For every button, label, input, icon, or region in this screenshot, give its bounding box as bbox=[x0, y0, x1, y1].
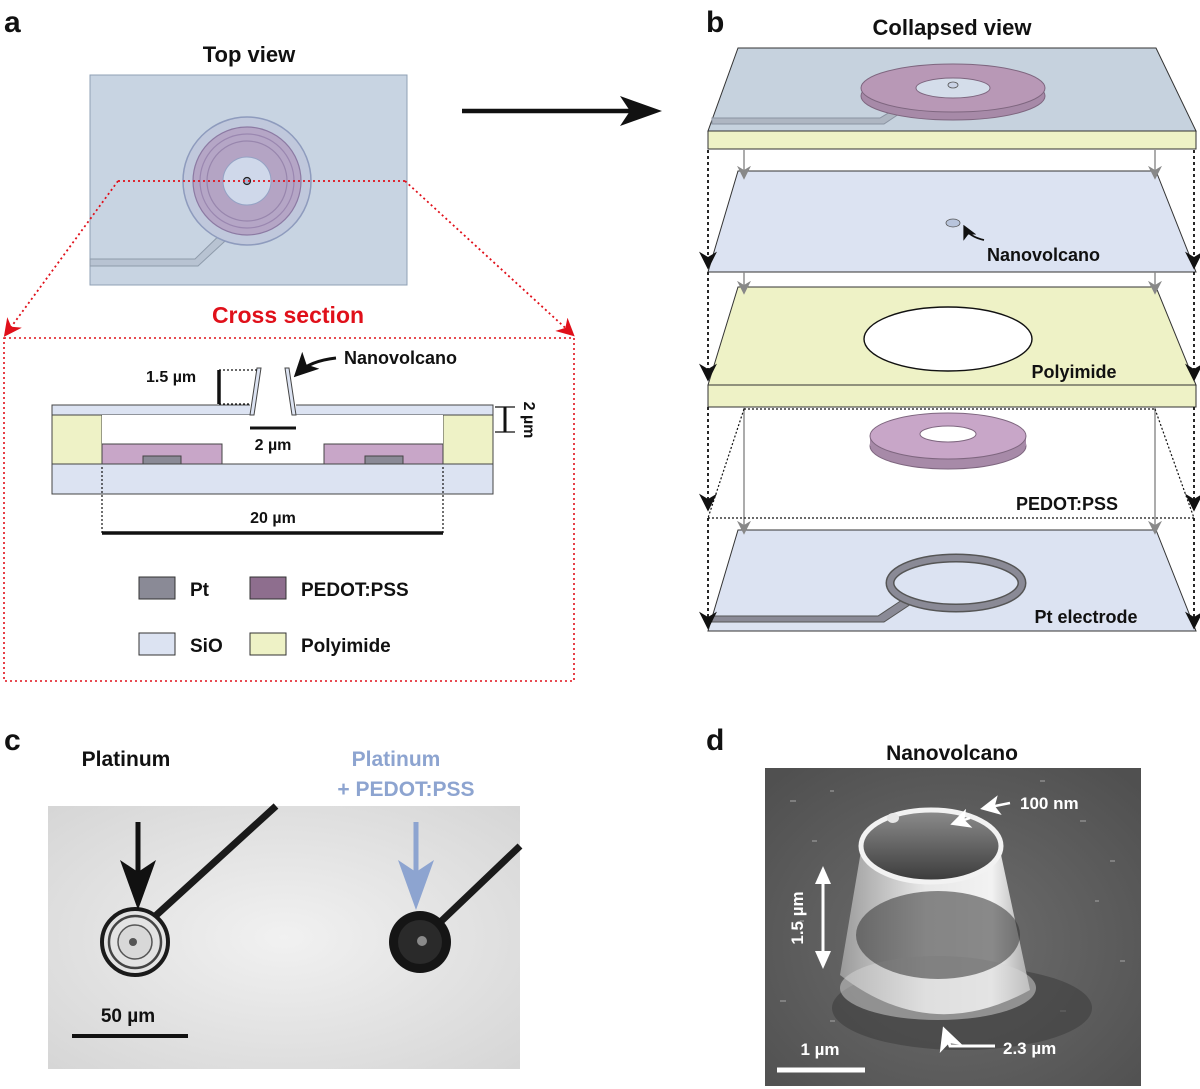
collapsed-view-title: Collapsed view bbox=[873, 15, 1033, 40]
sem-wall-pointer-top bbox=[980, 795, 1011, 815]
sem-volcano-rim bbox=[858, 807, 1004, 885]
pt-ring bbox=[887, 555, 1025, 611]
legend-label-pedot: PEDOT:PSS bbox=[301, 580, 409, 601]
sem-wall-pointer-bottom bbox=[950, 808, 973, 828]
legend-label-polyimide: Polyimide bbox=[301, 636, 391, 657]
nanovolcano-pointer bbox=[963, 224, 985, 241]
cross-section-frame bbox=[3, 337, 575, 682]
panel-b: b Collapsed view Nanovolcano Polyimide bbox=[699, 6, 1200, 632]
sem-volcano-base bbox=[840, 956, 1036, 1020]
label-platinum: Platinum bbox=[82, 748, 171, 771]
legend-swatch-pt bbox=[138, 576, 176, 600]
nanovolcano-dot bbox=[945, 218, 961, 228]
legend-swatch-pedot bbox=[249, 576, 287, 600]
panel-letter-a: a bbox=[4, 6, 21, 39]
polyimide-hole bbox=[863, 306, 1033, 372]
cs-aperture bbox=[250, 404, 296, 417]
guide-plane-right bbox=[1154, 408, 1195, 519]
layer-nanovolcano: Nanovolcano bbox=[707, 170, 1197, 273]
panel-d: d Nanovolcano 1.5 µm bbox=[706, 724, 1141, 1086]
pedot-pointer-head bbox=[398, 860, 434, 910]
sem-height-arrow-top bbox=[815, 866, 831, 884]
cs-nanovolcano-label: Nanovolcano bbox=[344, 348, 457, 368]
sem-diameter-label: 2.3 µm bbox=[1003, 1039, 1056, 1058]
section-projection-right bbox=[404, 180, 575, 337]
cs-pt-right bbox=[364, 455, 404, 465]
cs-opening-label: 2 µm bbox=[255, 437, 292, 454]
layer-pedot: PEDOT:PSS bbox=[869, 412, 1118, 514]
section-projection-left bbox=[3, 180, 119, 337]
cs-volcano-wall-right bbox=[284, 367, 297, 416]
sem-volcano-opening bbox=[861, 810, 1001, 882]
platinum-pointer-head bbox=[120, 860, 156, 910]
cross-section-title: Cross section bbox=[212, 302, 364, 328]
layer-pt: Pt electrode bbox=[707, 529, 1197, 632]
polyimide-layer-label: Polyimide bbox=[1031, 362, 1116, 382]
sem-inner-cavity bbox=[856, 891, 1020, 979]
label-platinum-pedot-line1: Platinum bbox=[352, 748, 441, 771]
legend-swatch-sio bbox=[138, 632, 176, 656]
micrograph-pt-electrode-ring bbox=[107, 914, 163, 970]
sem-title: Nanovolcano bbox=[886, 742, 1018, 765]
cs-bottom-sio-substrate bbox=[51, 463, 494, 495]
micrograph-scale-label: 50 µm bbox=[101, 1006, 155, 1027]
panel-letter-d: d bbox=[706, 724, 724, 757]
cs-polyimide-right bbox=[442, 414, 494, 468]
micrograph-pedot-volcano bbox=[417, 936, 427, 946]
label-platinum-pedot-line2: + PEDOT:PSS bbox=[337, 778, 474, 801]
panel-letter-b: b bbox=[706, 6, 724, 39]
micrograph: 50 µm bbox=[48, 803, 523, 1069]
micrograph-lead-left bbox=[137, 803, 279, 933]
cs-volcano-wall-left bbox=[249, 367, 262, 416]
legend-label-pt: Pt bbox=[190, 580, 210, 601]
legend-label-sio: SiO bbox=[190, 636, 223, 657]
pt-layer-label: Pt electrode bbox=[1034, 607, 1137, 627]
sem-height-arrow-bottom bbox=[815, 951, 831, 969]
pedot-opening bbox=[919, 425, 977, 443]
sem-scale-label: 1 µm bbox=[800, 1040, 839, 1059]
pt-layer-plane bbox=[707, 529, 1197, 632]
panel-letter-c: c bbox=[4, 724, 21, 757]
collapsed-edge-polyimide bbox=[707, 130, 1197, 150]
cs-thickness-label: 2 µm bbox=[520, 402, 537, 439]
panel-a: a Top view Cross section bbox=[3, 6, 575, 682]
cs-pt-left bbox=[142, 455, 182, 465]
cross-section-drawing: 1.5 µm Nanovolcano 2 µm 2 µm 20 µm bbox=[51, 348, 537, 535]
sem-rim-particle bbox=[887, 813, 899, 823]
micrograph-lead-right bbox=[429, 843, 523, 933]
panel-c: c Platinum Platinum + PEDOT:PSS 50 µm bbox=[4, 724, 523, 1069]
polyimide-layer-edge bbox=[707, 384, 1197, 408]
cs-height-label: 1.5 µm bbox=[146, 369, 196, 386]
arrow-a-to-b-head bbox=[620, 96, 662, 126]
cs-polyimide-left bbox=[51, 414, 103, 468]
guide-plane-left bbox=[707, 408, 745, 519]
legend-swatch-polyimide bbox=[249, 632, 287, 656]
sem-diameter-pointer bbox=[939, 1026, 995, 1053]
sem-wall-label: 100 nm bbox=[1020, 794, 1079, 813]
sem-image: 1.5 µm 100 nm 2.3 µm 1 µm bbox=[765, 768, 1141, 1086]
top-view-title: Top view bbox=[203, 42, 296, 67]
micrograph-pt-volcano bbox=[129, 938, 137, 946]
collapsed-volcano bbox=[947, 81, 959, 89]
cs-width-label: 20 µm bbox=[250, 510, 296, 527]
nanovolcano-layer-label: Nanovolcano bbox=[987, 245, 1100, 265]
layer-polyimide: Polyimide bbox=[707, 286, 1197, 408]
cs-nanovolcano-pointer bbox=[293, 351, 337, 378]
sem-height-label: 1.5 µm bbox=[788, 891, 807, 944]
alignment-guides bbox=[699, 150, 1200, 630]
cross-section-legend: Pt PEDOT:PSS SiO Polyimide bbox=[138, 576, 409, 657]
pedot-layer-label: PEDOT:PSS bbox=[1016, 494, 1118, 514]
layer-collapsed bbox=[707, 47, 1197, 150]
top-view-chip bbox=[89, 74, 408, 286]
